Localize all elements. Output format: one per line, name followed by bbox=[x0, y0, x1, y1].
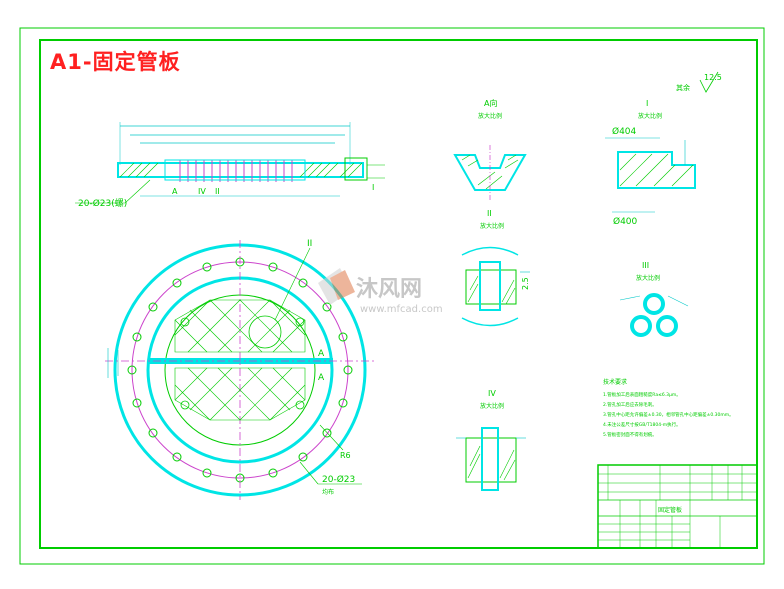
outer-frame bbox=[19, 27, 765, 565]
section-mark-A-side: A bbox=[172, 187, 178, 196]
view-III-title: III bbox=[642, 261, 649, 270]
title-block bbox=[597, 464, 758, 549]
section-mark-A-lower: A bbox=[318, 373, 325, 383]
view-IV-title: IV bbox=[488, 389, 496, 398]
radius-callout: R6 bbox=[340, 451, 351, 460]
detail-mark-IV-side: IV bbox=[198, 187, 206, 196]
dim-dia-404: Ø404 bbox=[612, 126, 637, 137]
note-line-3: 3.管孔中心距允许偏差±0.30，相邻管孔中心距偏差±0.30mm。 bbox=[603, 411, 734, 418]
view-II-subtitle: 放大比例 bbox=[480, 222, 504, 230]
view-I-subtitle: 放大比例 bbox=[638, 112, 662, 120]
title-block-drawing-name: 固定管板 bbox=[658, 506, 682, 514]
inner-frame bbox=[39, 39, 758, 549]
view-IV-detail: IV 放大比例 bbox=[456, 389, 526, 491]
front-view: II A A R6 20-Ø23 均布 bbox=[105, 239, 375, 500]
holes-label-bottom-sub: 均布 bbox=[322, 488, 334, 496]
notes-heading: 技术要求 bbox=[603, 378, 627, 386]
view-I-title: I bbox=[646, 99, 648, 108]
section-mark-A-upper: A bbox=[318, 349, 325, 359]
roughness-note: 其余 bbox=[676, 83, 690, 92]
view-A-section: A向 放大比例 bbox=[453, 98, 527, 200]
holes-label-bottom: 20-Ø23 bbox=[322, 474, 355, 485]
tube-lattice-lower bbox=[174, 367, 306, 421]
drawing-title: A1-固定管板 bbox=[50, 50, 181, 74]
view-A-subtitle: 放大比例 bbox=[478, 112, 502, 120]
note-line-2: 2.管孔加工后应去除毛刺。 bbox=[603, 401, 657, 408]
view-II-title: II bbox=[487, 209, 492, 218]
dim-dia-400: Ø400 bbox=[613, 216, 638, 227]
roughness-value: 12.5 bbox=[704, 73, 722, 82]
dim-2-5: 2.5 bbox=[521, 277, 530, 290]
detail-mark-II-front: II bbox=[307, 239, 312, 249]
technical-notes: 技术要求 1.管板加工后表面粗糙度Ra≤6.3μm。 2.管孔加工后应去除毛刺。… bbox=[603, 378, 734, 438]
note-line-5: 5.管板密封面不得有划痕。 bbox=[603, 431, 657, 438]
view-I-detail: I 放大比例 Ø404 Ø400 bbox=[605, 99, 696, 227]
detail-mark-II-side: II bbox=[215, 187, 220, 196]
tube-lattice-upper bbox=[174, 299, 306, 353]
detail-mark-I-side: I bbox=[372, 183, 374, 192]
watermark: 沐风网 www.mfcad.com bbox=[318, 268, 443, 315]
bolt-holes bbox=[127, 257, 353, 483]
view-III-detail: III 放大比例 bbox=[619, 261, 689, 337]
watermark-url: www.mfcad.com bbox=[360, 304, 443, 315]
view-III-subtitle: 放大比例 bbox=[636, 274, 660, 282]
view-A-title: A向 bbox=[484, 98, 497, 108]
side-section-view: 20-Ø23(螺) A IV II I bbox=[75, 122, 385, 209]
view-II-detail: II 放大比例 2.5 bbox=[461, 209, 530, 327]
roughness-symbol: 其余 12.5 bbox=[676, 71, 722, 93]
note-line-4: 4.未注公差尺寸按GB/T1804-m执行。 bbox=[603, 421, 681, 428]
note-line-1: 1.管板加工后表面粗糙度Ra≤6.3μm。 bbox=[603, 391, 681, 398]
holes-label-left: 20-Ø23(螺) bbox=[78, 198, 127, 209]
view-IV-subtitle: 放大比例 bbox=[480, 402, 504, 410]
watermark-logo-text: 沐风网 bbox=[356, 277, 422, 302]
